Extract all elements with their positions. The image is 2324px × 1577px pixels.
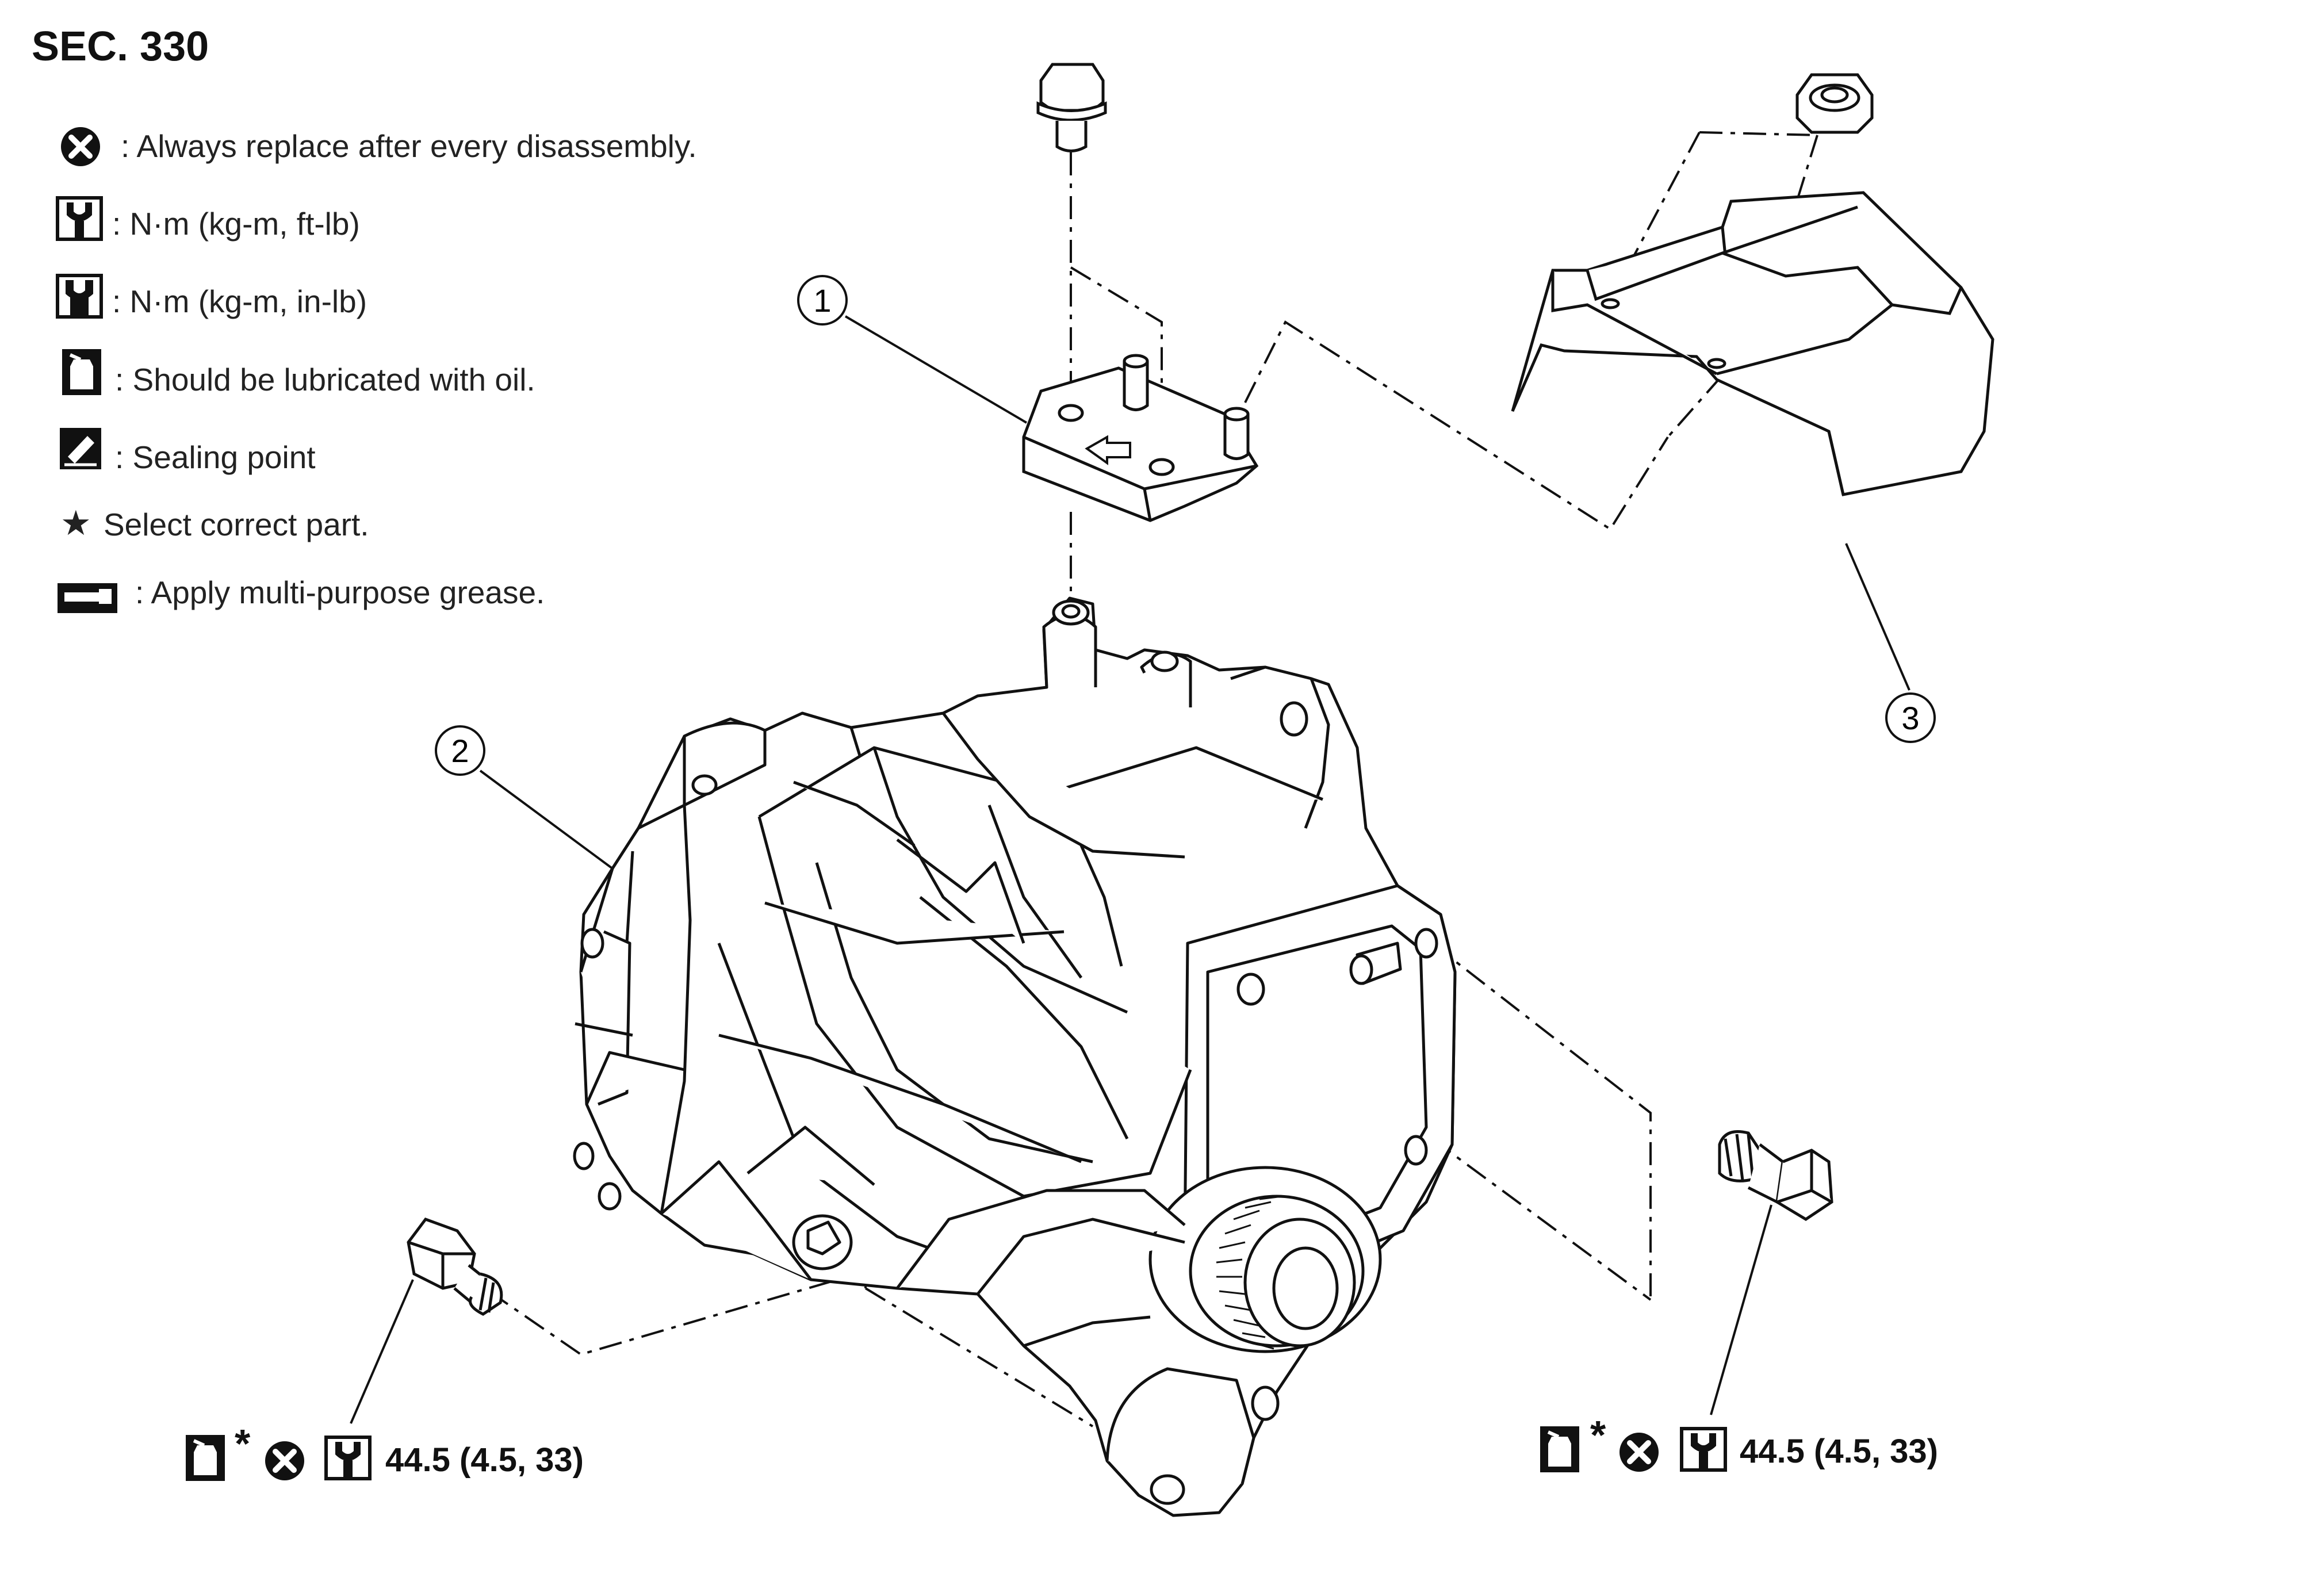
torque-in-lb-icon (58, 275, 101, 317)
heat-shield (1511, 191, 1994, 496)
spec-right-asterisk: * (1590, 1413, 1606, 1457)
torque-wrench-icon (1682, 1429, 1725, 1470)
transfer-case (573, 596, 1457, 1517)
mounting-bracket (1022, 354, 1259, 522)
legend-grease: : Apply multi-purpose grease. (135, 575, 545, 610)
callout-2-label: 2 (451, 733, 469, 769)
section-title: SEC. 330 (32, 24, 209, 70)
spec-icons-right (1540, 1426, 1725, 1472)
legend-lubricate: : Should be lubricated with oil. (115, 362, 535, 397)
legend-torque-ft-lb: : N·m (kg-m, ft-lb) (112, 206, 360, 242)
grease-icon (58, 583, 117, 613)
lubricate-oil-icon (1540, 1426, 1579, 1472)
shield-nut (1795, 73, 1874, 134)
spec-left-torque: 44.5 (4.5, 33) (385, 1441, 584, 1479)
lubricate-oil-icon (186, 1435, 225, 1481)
spec-left-asterisk: * (235, 1421, 251, 1466)
top-bolt (1036, 63, 1107, 152)
sealing-point-icon (60, 428, 101, 469)
torque-ft-lb-icon (58, 198, 101, 239)
lubricate-oil-icon (62, 349, 101, 395)
right-bolt (1718, 1130, 1833, 1221)
torque-wrench-icon (326, 1437, 370, 1479)
always-replace-icon (1619, 1433, 1659, 1472)
callout-1: 1 (797, 275, 848, 326)
spec-leaders (350, 1204, 1772, 1424)
legend-torque-in-lb: : N·m (kg-m, in-lb) (112, 284, 367, 319)
always-replace-icon (265, 1441, 304, 1480)
legend-always-replace: : Always replace after every disassembly… (121, 128, 697, 164)
spec-right-torque: 44.5 (4.5, 33) (1740, 1433, 1938, 1470)
callout-3: 3 (1885, 692, 1936, 743)
star-icon: ★ (60, 504, 91, 542)
spec-icons-left (186, 1435, 370, 1481)
legend-sealing: : Sealing point (115, 439, 316, 475)
legend-select-part: Select correct part. (104, 507, 369, 542)
callout-1-label: 1 (813, 282, 831, 319)
callout-2: 2 (435, 725, 485, 776)
left-bolt (407, 1218, 503, 1316)
callout-3-label: 3 (1901, 700, 1919, 736)
always-replace-icon (61, 127, 100, 166)
